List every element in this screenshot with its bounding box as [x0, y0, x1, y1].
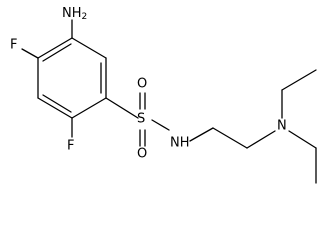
structure-drawing: NH2 F F S O O NH N: [10, 6, 317, 184]
carbon-sulfur-bond: [105, 97, 139, 119]
fluoro-top-bond: [21, 48, 39, 59]
ethylene-chain: [189, 127, 276, 149]
diethyl-groups: [281, 69, 317, 184]
fluorine-bottom-label: F: [67, 139, 74, 154]
sulfur-nitrogen-bond: [151, 119, 170, 131]
amine-label: NH2: [62, 6, 87, 23]
oxygen-bottom-label: O: [137, 147, 147, 162]
benzene-ring: [37, 37, 107, 119]
sulfur-label: S: [137, 112, 145, 127]
oxygen-top-label: O: [137, 77, 147, 92]
tertiary-amine-label: N: [277, 119, 287, 134]
amide-nh-label: NH: [170, 136, 190, 151]
fluorine-top-label: F: [10, 38, 17, 53]
molecule-structure: NH2 F F S O O NH N: [10, 5, 317, 184]
